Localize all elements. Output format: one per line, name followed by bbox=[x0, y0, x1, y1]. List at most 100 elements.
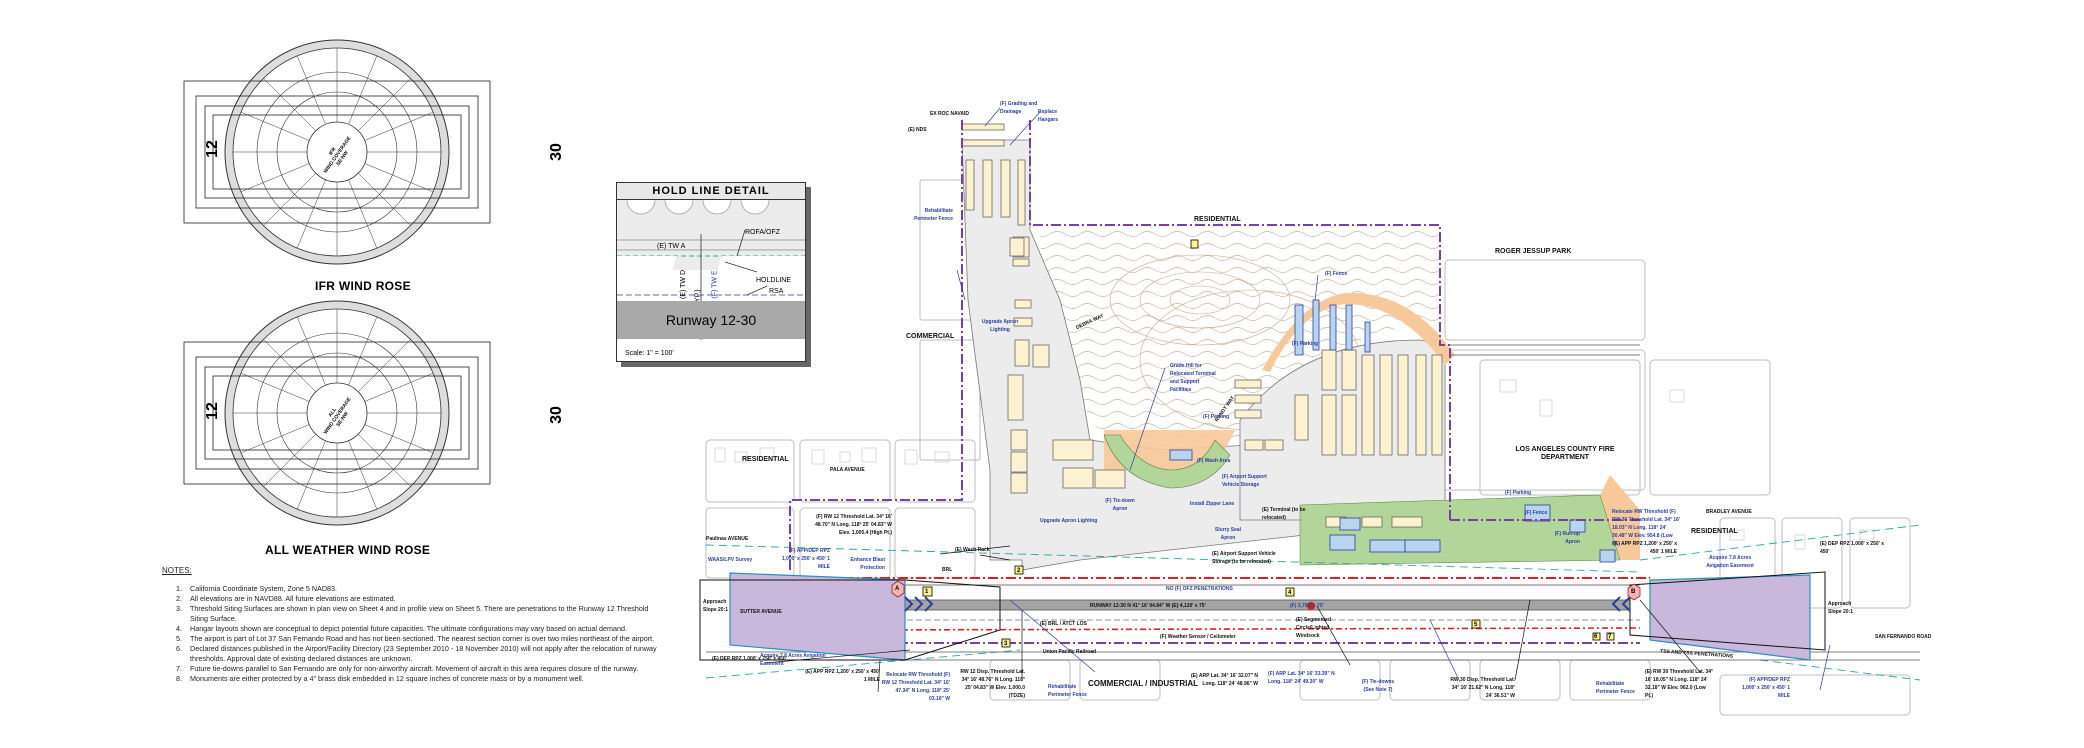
runway-end-b-label: B bbox=[1631, 589, 1636, 595]
callout-future-fence-north: (F) Fence bbox=[1325, 271, 1348, 277]
area-label-commercial: COMMERCIAL bbox=[906, 333, 955, 340]
rpz-left bbox=[729, 572, 906, 661]
callout-existing-app-rpz-west: (E) APP RPZ 1,200' x 250' x 450' 1 MILE bbox=[805, 669, 880, 683]
callout-rw12-displaced-threshold: RW 12 Disp. Threshold Lat. 34° 16' 48.76… bbox=[960, 669, 1025, 699]
callout-segmented-circle: (E) Segmented Circle/Lighted Windsock bbox=[1296, 617, 1332, 639]
callout-tie-down-apron: (F) Tie-down Apron bbox=[1105, 498, 1135, 512]
street-sutter-avenue: SUTTER AVENUE bbox=[740, 609, 782, 615]
callout-nds: (E) NDS bbox=[908, 127, 927, 133]
callout-existing-dep-rpz-west: (E) DEP RPZ 1,000' x 250' x 450' bbox=[712, 656, 787, 662]
callout-approach-slope-west: Approach Slope 20:1 bbox=[703, 599, 729, 613]
callout-rehab-fence-west: Rehabilitate Perimeter Fence bbox=[914, 208, 953, 222]
callout-rehab-fence-south: Rehabilitate Perimeter Fence bbox=[1048, 684, 1087, 698]
callout-tw-d: (E) TW D bbox=[680, 269, 688, 300]
callout-future-fence-east: (F) Fence bbox=[1525, 510, 1548, 516]
note-item: Declared distances published in the Airp… bbox=[184, 644, 662, 664]
callout-roc-navaid: EX ROC NAVAID bbox=[930, 111, 969, 117]
note-item: All elevations are in NAVD88. All future… bbox=[184, 594, 662, 604]
callout-future-app-dep-rpz-east: (F) APP/DEP RPZ 1,000' x 250' x 450' 1 M… bbox=[1741, 677, 1790, 699]
callout-relocate-rw12-threshold: Relocate RW Threshold (F) RW 12 Threshol… bbox=[881, 672, 950, 702]
callout-approach-slope-east: Approach Slope 20:1 bbox=[1828, 601, 1854, 615]
area-label-la-county-fire: LOS ANGELES COUNTY FIRE DEPARTMENT bbox=[1515, 446, 1615, 461]
hold-detail-scale: Scale: 1" = 100' bbox=[625, 350, 674, 357]
note-item: Future tie-downs parallel to San Fernand… bbox=[184, 664, 662, 674]
callout-existing-app-rpz-east: (E) APP RPZ 1,200' x 250' x 450' 1 MILE bbox=[1613, 541, 1677, 555]
key-marker-5: 5 bbox=[1474, 622, 1478, 628]
runway-future-length: (F) 3,700' x 75' bbox=[1290, 603, 1324, 609]
note-item: Threshold Siting Surfaces are shown in p… bbox=[184, 604, 662, 624]
callout-rsa: RSA bbox=[769, 288, 784, 295]
note-item: California Coordinate System, Zone 5 NAD… bbox=[184, 584, 662, 594]
area-label-residential-north: RESIDENTIAL bbox=[1194, 216, 1241, 223]
area-label-residential-west: RESIDENTIAL bbox=[742, 456, 789, 463]
callout-grading-drainage: (F) Grading and Drainage bbox=[1000, 101, 1038, 115]
note-item: Monuments are either protected by a 4" b… bbox=[184, 674, 662, 684]
callout-brl-atct-los: (E) BRL / ATCT LOS bbox=[1040, 621, 1087, 627]
callout-enhance-blast-protection: Enhance Blast Protection bbox=[850, 557, 885, 571]
all-weather-rose-runway-12: 12 bbox=[203, 402, 221, 420]
runway-end-a-label: A bbox=[895, 586, 900, 592]
callout-vehicle-storage-relocated: (E) Airport Support Vehicle Storage (to … bbox=[1212, 551, 1276, 565]
runway-end-marker-a bbox=[891, 580, 905, 598]
callout-upgrade-apron-lighting-south: Upgrade Apron Lighting bbox=[1040, 518, 1098, 524]
callout-existing-arp: (E) ARP Lat. 34° 16' 32.07" N Long. 118°… bbox=[1191, 673, 1258, 687]
callout-relocate-rw30-threshold: Relocate RW Threshold (F) RW 30 Threshol… bbox=[1612, 509, 1681, 547]
callout-wash-area: (F) Wash Area bbox=[1197, 458, 1231, 464]
callout-weather-sensor: (F) Weather Sensor / Ceilometer bbox=[1160, 634, 1236, 640]
callout-future-app-dep-rpz-west: (F) APP/DEP RPZ 1,000' x 250' x 450' 1 M… bbox=[781, 548, 830, 570]
ifr-rose-runway-12: 12 bbox=[203, 140, 221, 158]
callout-future-arp: (F) ARP Lat. 34° 16' 33.39" N Long. 118°… bbox=[1268, 671, 1335, 685]
callout-future-parking-east: (F) Parking bbox=[1505, 490, 1532, 496]
callout-tw-a: (E) TW A bbox=[657, 243, 686, 250]
key-marker-2: 2 bbox=[1017, 568, 1021, 574]
callout-terminal-relocated: (E) Terminal (to be relocated) bbox=[1262, 507, 1306, 521]
callout-future-parking-center: (F) Parking bbox=[1203, 414, 1230, 420]
union-pacific-railroad: Union Pacific Railroad bbox=[1043, 649, 1097, 655]
callout-existing-dep-rpz-east: (E) DEP RPZ 1,000' x 250' x 450' bbox=[1820, 541, 1884, 555]
callout-holdline: HOLDLINE bbox=[756, 277, 792, 284]
area-label-commercial-industrial: COMMERCIAL / INDUSTRIAL bbox=[1088, 679, 1199, 688]
callout-rofa-ofz: ROFA/OFZ bbox=[745, 229, 780, 236]
callout-existing-rw30-threshold: (E) RW 30 Threshold Lat. 34° 16' 18.05" … bbox=[1645, 669, 1714, 699]
hold-line-drawing bbox=[617, 200, 805, 340]
runway-end-marker-b bbox=[1627, 583, 1641, 601]
notes-heading: NOTES: bbox=[162, 566, 192, 575]
area-label-roger-jessup-park: ROGER JESSUP PARK bbox=[1495, 248, 1572, 255]
callout-future-tie-downs: (F) Tie-downs (See Note 7) bbox=[1361, 679, 1395, 693]
street-pala-avenue: PALA AVENUE bbox=[830, 467, 865, 473]
key-marker-6: 6 bbox=[1594, 634, 1598, 640]
street-paulinas-avenue: Paulinas AVENUE bbox=[706, 536, 749, 542]
all-weather-rose-runway-30: 30 bbox=[547, 406, 565, 424]
callout-brl: BRL bbox=[942, 567, 953, 573]
area-label-residential-east: RESIDENTIAL bbox=[1691, 528, 1738, 535]
callout-future-rw12-threshold: (F) RW 12 Threshold Lat. 34° 16' 48.70" … bbox=[815, 514, 892, 536]
callout-wash-rack: (E) Wash Rack bbox=[955, 547, 990, 553]
callout-grade-hill: Grade Hill for Relocated Terminal and Su… bbox=[1170, 363, 1216, 393]
note-item: Hangar layouts shown are conceptual to d… bbox=[184, 624, 662, 634]
street-san-fernando-road: SAN FERNANDO ROAD bbox=[1875, 634, 1932, 640]
hold-line-detail-title: HOLD LINE DETAIL bbox=[617, 183, 805, 200]
key-marker-1: 1 bbox=[925, 589, 929, 595]
ifr-wind-rose-title: IFR WIND ROSE bbox=[315, 279, 411, 293]
callout-tw-e: (F) TW E bbox=[711, 270, 719, 299]
callout-rw30-displaced-threshold: RW 30 Disp. Threshold Lat. 34° 16' 21.62… bbox=[1450, 677, 1515, 699]
callout-acquire-easement-east: Acquire 7.8 Acres Avigation Easement bbox=[1706, 555, 1754, 569]
hold-detail-runway-label: Runway 12-30 bbox=[617, 301, 805, 339]
callout-future-parking-north: (F) Parking bbox=[1292, 341, 1319, 347]
callout-no-ofz-penetrations: NO (F) OFZ PENETRATIONS bbox=[1166, 586, 1233, 592]
callout-replace-hangars: Replace Hangars bbox=[1038, 109, 1059, 123]
callout-upgrade-apron-lighting-north: Upgrade Apron Lighting bbox=[981, 319, 1019, 333]
notes-section: NOTES: California Coordinate System, Zon… bbox=[162, 566, 662, 684]
callout-airport-support-vehicle-storage: (F) Airport Support Vehicle Storage bbox=[1222, 474, 1267, 488]
callout-rehab-fence-southeast: Rehabilitate Perimeter Fence bbox=[1596, 681, 1635, 695]
key-marker-7: 7 bbox=[1608, 634, 1612, 640]
callout-acquire-easement-west: Acquire 7.8 Acres Avigation Easement bbox=[760, 653, 826, 667]
hold-line-detail: HOLD LINE DETAIL (E) TW A ROFA/OFZ HOLDL… bbox=[616, 182, 806, 362]
key-marker-4: 4 bbox=[1288, 590, 1292, 596]
callout-waas-lpv-survey: WAAS/LPV Survey bbox=[708, 557, 753, 563]
runway-label: RUNWAY 12-30 N 41° 16' 04.84" W (E) 4,12… bbox=[1090, 603, 1206, 609]
all-weather-wind-rose-title: ALL WEATHER WIND ROSE bbox=[265, 543, 431, 557]
ifr-rose-runway-30: 30 bbox=[547, 143, 565, 161]
note-item: The airport is part of Lot 37 San Fernan… bbox=[184, 634, 662, 644]
callout-install-zipper-lane: Install Zipper Lane bbox=[1190, 501, 1235, 507]
